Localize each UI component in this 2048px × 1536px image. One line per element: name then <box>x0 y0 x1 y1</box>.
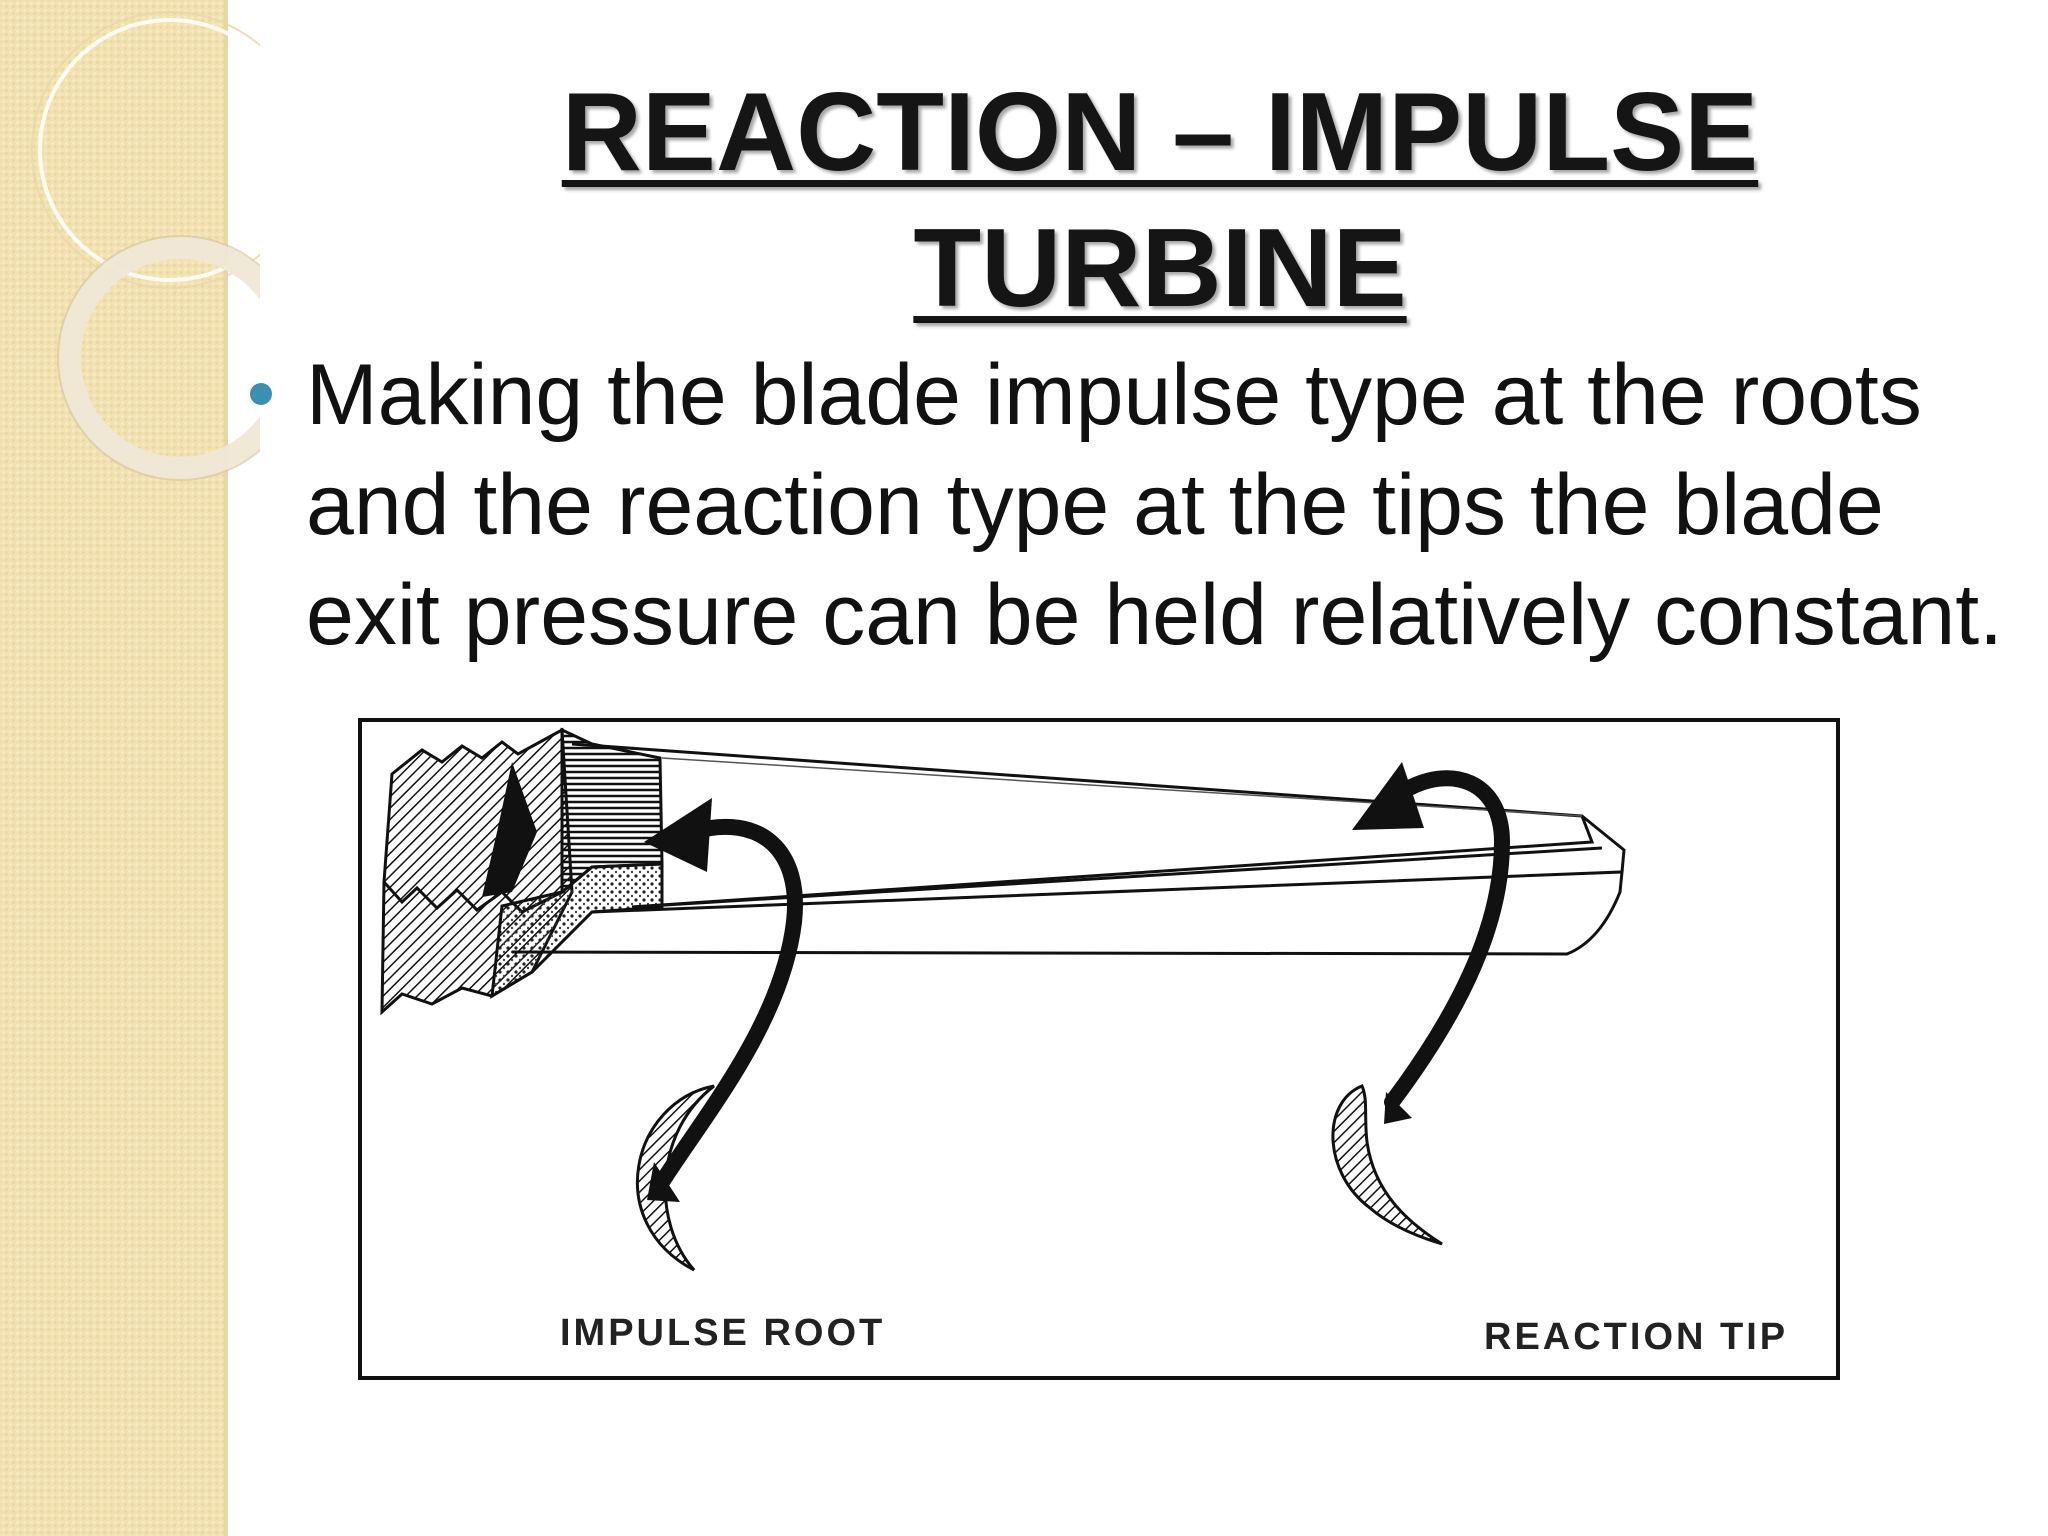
impulse-root-section <box>635 1084 715 1272</box>
blade-root <box>380 727 664 1016</box>
blade-body <box>511 742 1626 956</box>
decorative-circles <box>31 11 260 481</box>
reaction-tip-label: REACTION TIP <box>1484 1316 1789 1358</box>
reaction-tip-section <box>1331 1084 1443 1246</box>
slide-title: REACTION – IMPULSE TURBINE <box>561 70 1759 330</box>
side-band-edge <box>224 0 228 1536</box>
reaction-flow-arrow <box>1352 762 1511 1124</box>
bullet-text: Making the blade impulse type at the roo… <box>306 347 2004 663</box>
blade-diagram: IMPULSE ROOT REACTION TIP <box>358 718 1840 1380</box>
blade-drawing <box>380 727 1626 1272</box>
bullet-dot-icon <box>250 383 272 405</box>
impulse-root-label: IMPULSE ROOT <box>560 1312 886 1354</box>
